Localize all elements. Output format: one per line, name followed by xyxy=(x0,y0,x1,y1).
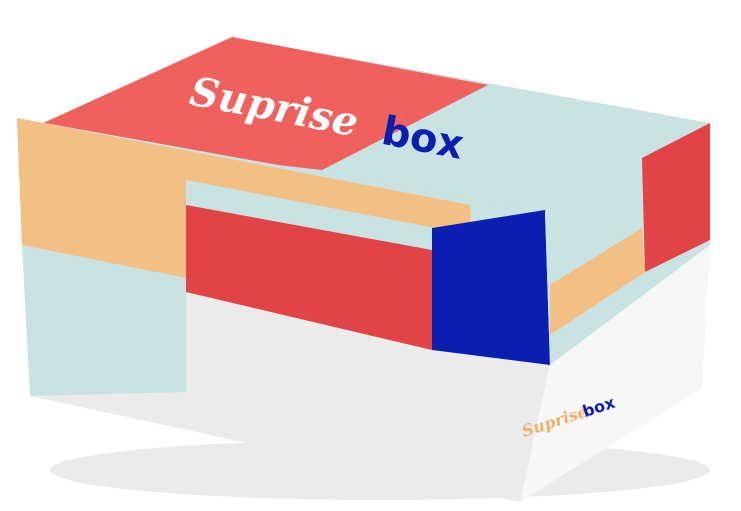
lid-navy-panel xyxy=(432,210,550,365)
lid-orange-band xyxy=(17,118,472,278)
lid-top-red-panel xyxy=(17,37,488,170)
base-blue-panel xyxy=(22,245,186,396)
base-side-face xyxy=(520,245,710,502)
box-lid xyxy=(17,37,710,365)
box-base xyxy=(22,245,710,502)
lid-red-panel xyxy=(186,205,432,350)
lid-side-red-panel xyxy=(642,123,710,272)
lid-side-orange-strip xyxy=(550,228,645,335)
